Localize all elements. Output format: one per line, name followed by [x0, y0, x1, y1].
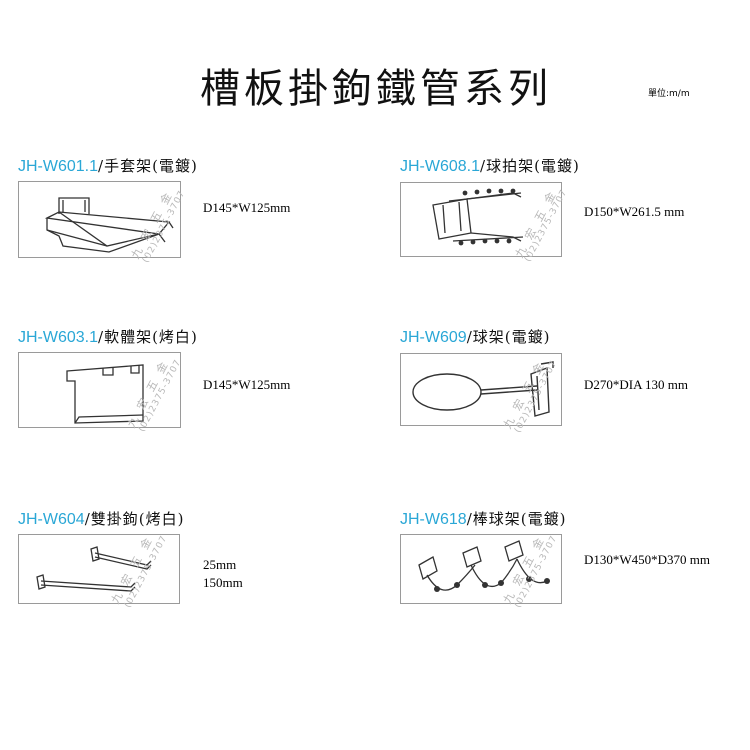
item-name: /棒球架(電鍍) [466, 510, 567, 528]
item-heading: JH-W601.1/手套架(電鍍) [18, 156, 198, 177]
item-code: JH-W601.1 [18, 158, 99, 175]
item-spec: 25mm [203, 557, 237, 572]
double-hook-drawing-icon [36, 546, 152, 592]
item-heading: JH-W603.1/軟體架(烤白) [18, 327, 198, 348]
product-image-frame: 九 宏 五 金 (02)2375-3707 [18, 352, 184, 434]
item-code: JH-W604 [18, 511, 85, 528]
item-code: JH-W608.1 [400, 158, 481, 175]
item-spec: D150*W261.5 mm [584, 204, 685, 219]
product-image-frame: 九 宏 五 金 (02)2375-3707 [18, 181, 188, 265]
item-spec: D130*W450*D370 mm [584, 552, 711, 567]
item-code: JH-W603.1 [18, 329, 99, 346]
item-heading: JH-W618/棒球架(電鍍) [400, 509, 566, 530]
item-spec: D145*W125mm [203, 377, 291, 392]
item-spec: D270*DIA 130 mm [584, 377, 688, 392]
item-spec: 150mm [203, 575, 243, 590]
software-rack-drawing-icon [66, 364, 144, 424]
item-heading: JH-W609/球架(電鍍) [400, 327, 550, 348]
item-heading: JH-W608.1/球拍架(電鍍) [400, 156, 580, 177]
item-code: JH-W618 [400, 511, 467, 528]
item-name: /球架(電鍍) [466, 328, 551, 346]
product-image-frame: 九 宏 五 金 (02)2375-3707 [400, 353, 562, 435]
item-name: /軟體架(烤白) [98, 328, 198, 346]
item-name: /球拍架(電鍍) [480, 157, 580, 175]
unit-label: 單位:m/m [648, 89, 690, 99]
item-code: JH-W609 [400, 329, 467, 346]
ball-ring-rack-drawing-icon [412, 361, 554, 417]
page-title: 槽板掛鉤鐵管系列 [200, 66, 552, 112]
item-heading: JH-W604/雙掛鉤(烤白) [18, 509, 184, 530]
item-name: /雙掛鉤(烤白) [84, 510, 185, 528]
item-name: /手套架(電鍍) [98, 157, 198, 175]
baseball-rack-drawing-icon [418, 540, 550, 592]
product-image-frame: 九 宏 五 金 (02)2375-3707 [400, 182, 570, 264]
item-spec: D145*W125mm [203, 200, 291, 215]
product-image-frame: 九 宏 五 金 (02)2375-3707 [400, 533, 562, 610]
glove-rack-drawing-icon [44, 197, 174, 253]
racket-rack-drawing-icon [432, 188, 524, 246]
product-image-frame: 九 宏 五 金 (02)2375-3707 [18, 533, 180, 610]
